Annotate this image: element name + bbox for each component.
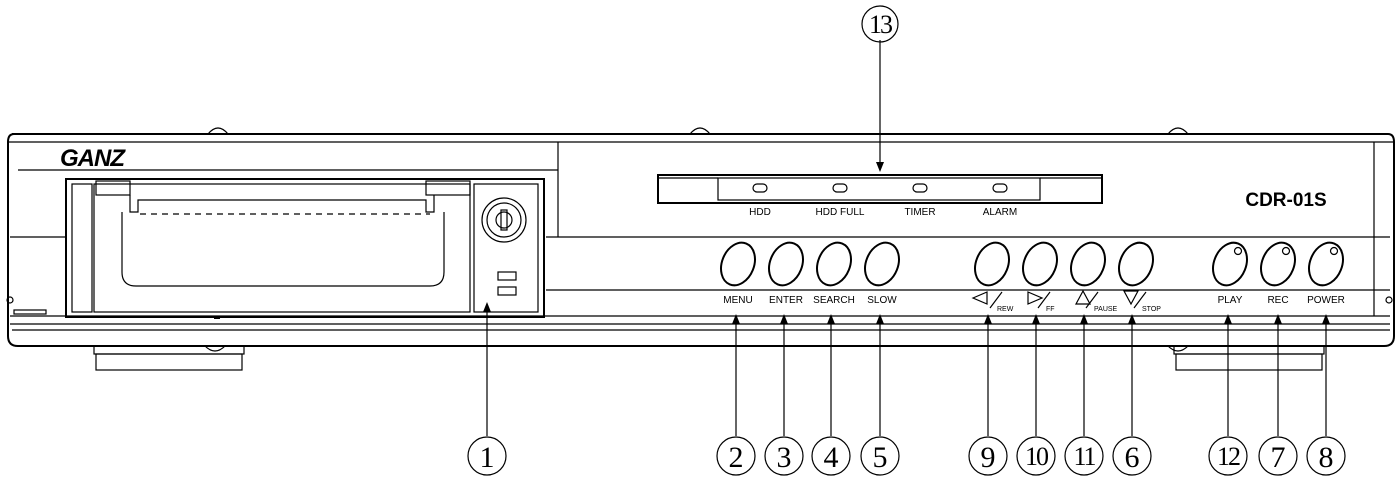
pause-button[interactable] <box>1065 238 1111 291</box>
pause-label: PAUSE <box>1094 306 1118 313</box>
callout-5: 5 <box>873 441 888 474</box>
stop-button[interactable] <box>1113 238 1159 291</box>
rec-button[interactable] <box>1255 238 1301 291</box>
callout-12: 12 <box>1217 442 1240 471</box>
callout-6: 6 <box>1125 441 1140 474</box>
chassis <box>6 133 1395 347</box>
menu-button[interactable] <box>715 238 761 291</box>
stop-symbol-icon <box>1122 290 1147 309</box>
power-led <box>1329 246 1339 256</box>
callout-9: 9 <box>981 441 996 474</box>
menu-label: MENU <box>723 295 752 306</box>
enter-label: ENTER <box>769 295 803 306</box>
stop-label: STOP <box>1142 306 1161 313</box>
callout-1: 1 <box>480 441 495 474</box>
callout-circles <box>467 5 1346 476</box>
tray-status-leds <box>497 271 517 296</box>
power-label: POWER <box>1307 295 1345 306</box>
rew-symbol-icon <box>971 291 1003 309</box>
search-button[interactable] <box>811 238 857 291</box>
indicator-label-hdd: HDD <box>749 207 771 218</box>
rec-led <box>1281 246 1291 256</box>
hdd-tray[interactable] <box>65 178 545 319</box>
search-label: SEARCH <box>813 295 855 306</box>
power-button[interactable] <box>1303 238 1349 291</box>
callout-13: 13 <box>869 10 892 39</box>
callout-7: 7 <box>1271 441 1286 474</box>
display-window <box>657 174 1103 204</box>
callout-11: 11 <box>1073 442 1095 471</box>
indicator-leds <box>752 183 1008 193</box>
indicator-label-hdd-full: HDD FULL <box>816 207 865 218</box>
enter-button[interactable] <box>763 238 809 291</box>
callout-3: 3 <box>777 441 792 474</box>
model-name: CDR-01S <box>1245 190 1326 211</box>
pause-symbol-icon <box>1074 289 1099 309</box>
ff-button[interactable] <box>1017 238 1063 291</box>
indicator-label-alarm: ALARM <box>983 207 1017 218</box>
callout-8: 8 <box>1319 441 1334 474</box>
callout-4: 4 <box>824 441 839 474</box>
key-lock-icon[interactable] <box>481 197 527 243</box>
rew-label: REW <box>997 306 1014 313</box>
brand-logo: GANZ <box>60 145 126 172</box>
play-led <box>1233 246 1243 256</box>
play-button[interactable] <box>1207 238 1253 291</box>
slow-button[interactable] <box>859 238 905 291</box>
indicator-label-timer: TIMER <box>904 207 935 218</box>
rec-label: REC <box>1267 295 1288 306</box>
play-label: PLAY <box>1218 295 1243 306</box>
slow-label: SLOW <box>867 295 897 306</box>
callout-leaders <box>483 40 1330 436</box>
feet <box>93 345 1325 371</box>
ff-label: FF <box>1046 306 1055 313</box>
callout-10: 10 <box>1025 442 1049 471</box>
rew-button[interactable] <box>969 238 1015 291</box>
callout-2: 2 <box>729 441 744 474</box>
ff-symbol-icon <box>1027 291 1051 309</box>
top-bumps <box>207 127 1189 135</box>
